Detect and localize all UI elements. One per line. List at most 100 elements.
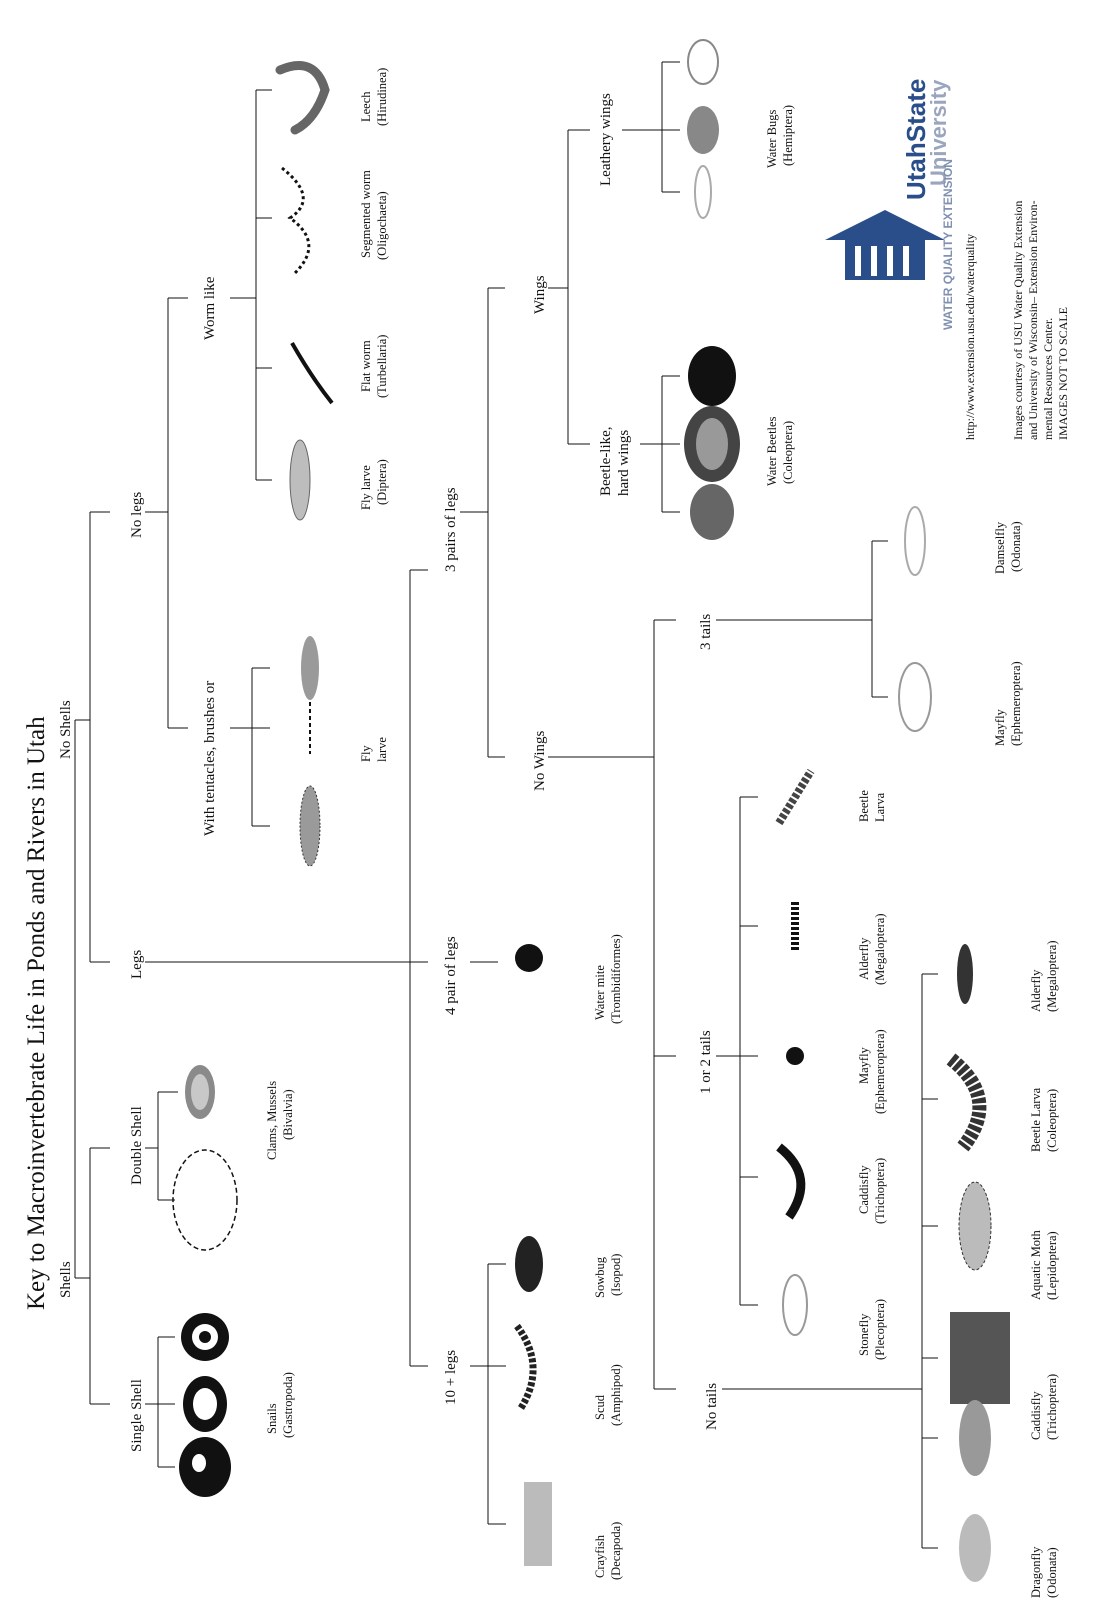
logo-line3: WATER QUALITY EXTENSION xyxy=(941,159,955,330)
nymph-icon xyxy=(904,506,926,576)
bug-icon xyxy=(694,165,712,219)
taxon-aquatic-moth: Aquatic Moth xyxy=(1029,1229,1043,1300)
taxon-mayfly-3: Mayfly xyxy=(993,708,1007,746)
taxon-crayfish: Crayfish xyxy=(593,1534,607,1578)
edge-legs xyxy=(145,569,428,1367)
taxon-alderfly-1: Alderfly xyxy=(857,937,871,980)
taxon-fly-larve-diptera: Fly larve xyxy=(359,465,373,510)
label-legs: Legs xyxy=(129,950,145,979)
taxon-damselfly-order: (Odonata) xyxy=(1009,521,1023,572)
larva-icon xyxy=(289,439,311,521)
taxon-flat-worm: Flat worm xyxy=(359,340,373,392)
worm-icon xyxy=(281,166,311,275)
label-double-shell: Double Shell xyxy=(129,1106,145,1185)
taxon-dragonfly-order: (Odonata) xyxy=(1045,1547,1059,1598)
taxon-stonefly: Stonefly xyxy=(857,1313,871,1356)
taxon-segmented-worm-order: (Oligochaeta) xyxy=(375,191,389,260)
taxon-fly-larve-2: larve xyxy=(375,737,389,762)
edge-nolegs xyxy=(145,297,188,729)
taxon-scud: Scud xyxy=(593,1394,607,1420)
bug-icon xyxy=(687,39,719,85)
taxon-labels: Snails (Gastropoda) Clams, Mussels (Biva… xyxy=(265,68,1059,1598)
label-with-tentacles: With tentacles, brushes or xyxy=(202,681,218,836)
logo-line1: UtahState xyxy=(901,79,931,200)
bug-icon xyxy=(687,106,719,154)
taxon-water-beetles-order: (Coleoptera) xyxy=(781,421,795,484)
page-title: Key to Macroinvertebrate Life in Ponds a… xyxy=(23,716,50,1310)
label-one-two-tails: 1 or 2 tails xyxy=(698,1030,714,1094)
label-four-pair: 4 pair of legs xyxy=(443,936,459,1015)
taxon-flat-worm-order: (Turbellaria) xyxy=(375,335,389,398)
taxon-aquatic-moth-order: (Lepidoptera) xyxy=(1045,1231,1059,1300)
taxon-leech-order: (Hirudinea) xyxy=(375,68,389,126)
edge-single-shell xyxy=(145,1336,175,1468)
beetle-icon xyxy=(688,346,736,406)
taxon-damselfly: Damselfly xyxy=(993,521,1007,574)
edge-wormlike xyxy=(230,89,272,481)
edge-three-tails xyxy=(716,540,888,698)
taxon-dragonfly: Dragonfly xyxy=(1029,1546,1043,1598)
larva-icon xyxy=(946,1053,987,1152)
logo-line2: University xyxy=(926,79,951,186)
tree-edges xyxy=(74,61,938,1549)
nymph-icon xyxy=(782,1274,808,1336)
edge-beetle-like xyxy=(640,375,680,513)
edge-double-shell xyxy=(145,1091,178,1201)
larva-icon xyxy=(775,768,815,826)
taxon-mayfly-1-order: (Ephemeroptera) xyxy=(873,1029,887,1114)
taxon-caddisfly-0-order: (Trichoptera) xyxy=(1045,1374,1059,1440)
taxon-caddisfly-1: Caddisfly xyxy=(857,1165,871,1214)
edge-three-pairs xyxy=(460,287,505,758)
larva-icon xyxy=(950,1312,1010,1404)
credits-url: http://www.extension.usu.edu/waterqualit… xyxy=(963,234,977,440)
taxon-fly-larve: Fly xyxy=(359,745,373,762)
leech-icon xyxy=(275,61,330,135)
snail-icon xyxy=(179,1437,231,1497)
branch-labels: Shells Single Shell Double Shell No Shel… xyxy=(58,93,720,1452)
beetle-icon xyxy=(684,406,740,482)
label-no-shells: No Shells xyxy=(58,700,74,759)
taxon-clams: Clams, Mussels xyxy=(265,1081,279,1160)
nymph-icon xyxy=(959,1514,991,1582)
taxon-sowbug-order: (Isopod) xyxy=(609,1254,623,1296)
label-no-tails: No tails xyxy=(704,1383,720,1430)
edge-noshells xyxy=(89,511,110,963)
taxon-alderfly-0: Alderfly xyxy=(1029,969,1043,1012)
edge-ten-plus xyxy=(470,1263,506,1525)
taxon-snails: Snails xyxy=(265,1403,279,1434)
taxon-leech: Leech xyxy=(359,91,373,122)
taxon-stonefly-order: (Plecoptera) xyxy=(873,1299,887,1360)
label-single-shell: Single Shell xyxy=(129,1379,145,1452)
taxon-caddisfly-0: Caddisfly xyxy=(1029,1391,1043,1440)
edge-wings xyxy=(548,129,590,445)
label-wings: Wings xyxy=(532,275,548,314)
snail-icon xyxy=(181,1313,229,1361)
clam-icon xyxy=(185,1065,215,1119)
mite-icon xyxy=(515,944,543,972)
label-beetle-like-1: Beetle-like, xyxy=(598,426,614,496)
usu-logo: UtahState University WATER QUALITY EXTEN… xyxy=(825,79,955,330)
nymph-icon xyxy=(898,662,932,732)
credits-line3: mental Resources Center. xyxy=(1041,318,1055,440)
larva-icon xyxy=(957,944,973,1004)
scud-icon xyxy=(514,1323,537,1410)
taxon-water-mite-order: (Trombidiformes) xyxy=(609,934,623,1024)
label-no-legs: No legs xyxy=(129,492,145,538)
taxon-beetle-larva-1: Beetle xyxy=(857,790,871,822)
larva-icon xyxy=(959,1400,991,1476)
taxon-beetle-larva-0: Beetle Larva xyxy=(1029,1087,1043,1152)
larva-icon xyxy=(301,636,319,700)
edge-no-tails xyxy=(722,973,938,1549)
edge-one-two-tails xyxy=(716,796,758,1306)
credits-line2: and University of Wisconsin– Extension E… xyxy=(1026,200,1040,440)
organism-icons xyxy=(172,39,1010,1582)
snail-icon xyxy=(183,1376,227,1432)
sowbug-icon xyxy=(515,1236,543,1292)
crayfish-icon xyxy=(524,1482,552,1566)
taxon-caddisfly-1-order: (Trichoptera) xyxy=(873,1158,887,1224)
taxon-water-bugs: Water Bugs xyxy=(765,110,779,168)
label-shells: Shells xyxy=(58,1261,74,1298)
taxon-clams-order: (Bivalvia) xyxy=(281,1089,295,1140)
taxon-scud-order: (Amphipod) xyxy=(609,1364,623,1426)
